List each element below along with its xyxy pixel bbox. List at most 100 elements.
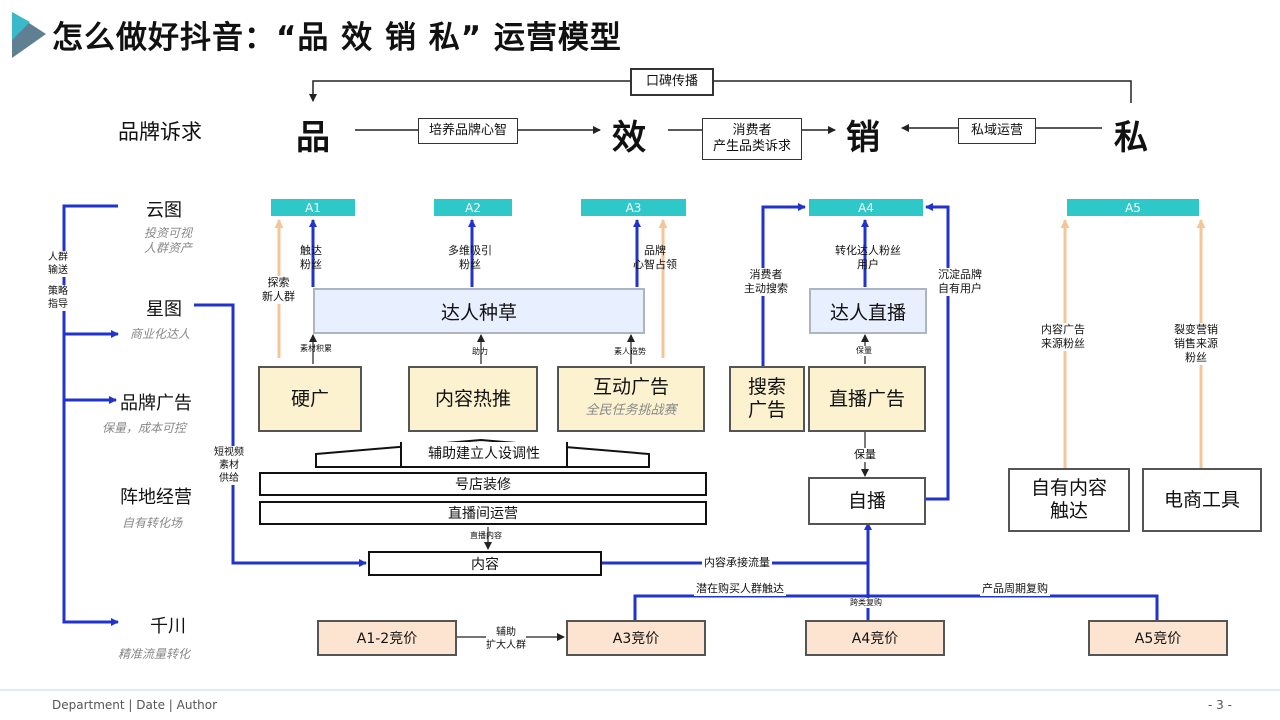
stage-a3: A3 xyxy=(581,199,686,216)
fission-line3: 粉丝 xyxy=(1185,351,1207,364)
fission-line2: 销售来源 xyxy=(1174,337,1218,350)
qianchuan-sub: 精准流量转化 xyxy=(118,647,191,661)
short-video-line2: 素材 xyxy=(219,460,239,471)
self-live-box: 自播 xyxy=(808,477,926,525)
search-line1: 消费者 xyxy=(749,268,783,281)
interactive-ad-title: 互动广告 xyxy=(592,376,669,398)
cross-repurchase-label: 跨类复购 xyxy=(850,598,882,608)
crowd-label: 人群 输送 xyxy=(48,251,68,277)
crowd-line2: 输送 xyxy=(48,265,68,276)
left-bracket xyxy=(62,204,118,624)
attract-line1: 多维吸引 xyxy=(448,244,492,257)
xiao-char: 效 xyxy=(612,118,646,158)
yuntu-label: 云图 xyxy=(146,200,182,221)
mind-line2: 心智占领 xyxy=(633,258,677,271)
yuntu-sub-1: 投资可视 xyxy=(144,226,193,240)
content-flow-label: 内容承接流量 xyxy=(702,556,772,570)
deposit-line2: 自有用户 xyxy=(938,282,982,295)
interactive-ad-sub: 全民任务挑战赛 xyxy=(585,403,677,418)
content-ad-label: 内容广告 来源粉丝 xyxy=(1041,323,1085,351)
pin-char: 品 xyxy=(296,118,330,158)
reach-fans-line2: 粉丝 xyxy=(300,258,322,271)
content-box: 内容 xyxy=(368,551,602,576)
mind-label: 品牌 心智占领 xyxy=(633,244,677,272)
consumer-appeal-box: 消费者 产生品类诉求 xyxy=(702,118,802,160)
guarantee-label: 保量 xyxy=(854,448,876,462)
search-label: 消费者 主动搜索 xyxy=(744,268,788,296)
page-title: 怎么做好抖音：“品 效 销 私” 运营模型 xyxy=(52,20,622,56)
bid-a12-box: A1-2竞价 xyxy=(317,620,457,656)
kol-power-label: 素人造势 xyxy=(614,347,646,356)
fission-label: 裂变营销 销售来源 粉丝 xyxy=(1174,323,1218,365)
qianchuan-label: 千川 xyxy=(150,616,186,637)
guarantee-small-label: 保量 xyxy=(856,346,872,356)
consumer-appeal-line2: 产生品类诉求 xyxy=(712,139,791,154)
content-boost-box: 内容热推 xyxy=(408,366,538,432)
shop-decor-box: 号店装修 xyxy=(259,472,707,496)
content-ad-line1: 内容广告 xyxy=(1041,323,1085,336)
short-video-label: 短视频 素材 供给 xyxy=(214,446,244,485)
convert-line1: 转化达人粉丝 xyxy=(835,244,901,257)
stage-a5: A5 xyxy=(1067,199,1199,216)
reach-fans-label: 触达 粉丝 xyxy=(300,244,322,272)
xingtu-label: 星图 xyxy=(146,299,182,320)
private-ops-box: 私域运营 xyxy=(958,118,1036,144)
search-ad-line2: 广告 xyxy=(747,399,786,421)
footer-page: - 3 - xyxy=(1208,698,1232,712)
explore-label: 探索 新人群 xyxy=(262,276,295,304)
stage-a4: A4 xyxy=(809,199,923,216)
mind-line1: 品牌 xyxy=(644,244,666,257)
strategy-line2: 指导 xyxy=(48,299,68,310)
explore-line2: 新人群 xyxy=(262,290,295,303)
brand-appeal-label: 品牌诉求 xyxy=(118,120,202,144)
crowd-line1: 人群 xyxy=(48,252,68,263)
interactive-ad-box: 互动广告 全民任务挑战赛 xyxy=(557,366,705,432)
own-content-line2: 触达 xyxy=(1049,500,1088,522)
stage-a1: A1 xyxy=(271,199,355,216)
xiao-sales-char: 销 xyxy=(846,118,880,158)
stage-a2: A2 xyxy=(434,199,512,216)
bid-a3-box: A3竞价 xyxy=(566,620,706,656)
explore-line1: 探索 xyxy=(267,276,290,289)
yuntu-sub-2: 人群资产 xyxy=(144,241,193,255)
aux-expand-label: 辅助 扩大人群 xyxy=(486,626,526,652)
content-ad-line2: 来源粉丝 xyxy=(1041,337,1085,350)
brand-ad-sub: 保量，成本可控 xyxy=(102,421,187,435)
fission-line1: 裂变营销 xyxy=(1174,323,1218,336)
ecom-tools-box: 电商工具 xyxy=(1142,468,1262,532)
deposit-label: 沉淀品牌 自有用户 xyxy=(938,268,982,296)
bid-a5-box: A5竞价 xyxy=(1088,620,1228,656)
convert-line2: 用户 xyxy=(857,258,879,271)
position-ops-label: 阵地经营 xyxy=(120,487,192,508)
own-content-box: 自有内容 触达 xyxy=(1008,468,1130,532)
live-content-label: 直播内容 xyxy=(470,531,502,540)
logo-shape xyxy=(12,12,46,58)
cycle-repurchase-label: 产品周期复购 xyxy=(980,582,1050,596)
bid-a4-box: A4竞价 xyxy=(805,620,945,656)
deposit-line1: 沉淀品牌 xyxy=(938,268,982,281)
own-content-line1: 自有内容 xyxy=(1030,477,1107,499)
material-label: 素材积累 xyxy=(300,344,332,353)
si-char: 私 xyxy=(1114,118,1148,158)
short-video-line3: 供给 xyxy=(219,473,239,484)
hard-ad-box: 硬广 xyxy=(258,366,362,432)
strategy-line1: 策略 xyxy=(48,286,68,297)
potential-reach-label: 潜在购买人群触达 xyxy=(694,582,786,596)
word-of-mouth-box: 口碑传播 xyxy=(630,68,714,96)
live-ad-box: 直播广告 xyxy=(808,366,926,432)
search-ad-line1: 搜索 xyxy=(747,376,786,398)
attract-label: 多维吸引 粉丝 xyxy=(448,244,492,272)
assist-label: 助力 xyxy=(472,347,488,356)
convert-label: 转化达人粉丝 用户 xyxy=(835,244,901,272)
short-video-line1: 短视频 xyxy=(214,447,244,458)
search-ad-box: 搜索 广告 xyxy=(729,366,805,432)
kol-seeding-box: 达人种草 xyxy=(313,288,645,334)
footer-left: Department | Date | Author xyxy=(52,698,218,712)
reach-fans-line1: 触达 xyxy=(300,244,322,257)
brand-ad-label: 品牌广告 xyxy=(120,393,192,414)
aux-expand-line2: 扩大人群 xyxy=(486,640,526,651)
aux-expand-line1: 辅助 xyxy=(496,627,516,638)
search-line2: 主动搜索 xyxy=(744,282,788,295)
position-ops-sub: 自有转化场 xyxy=(122,516,183,530)
